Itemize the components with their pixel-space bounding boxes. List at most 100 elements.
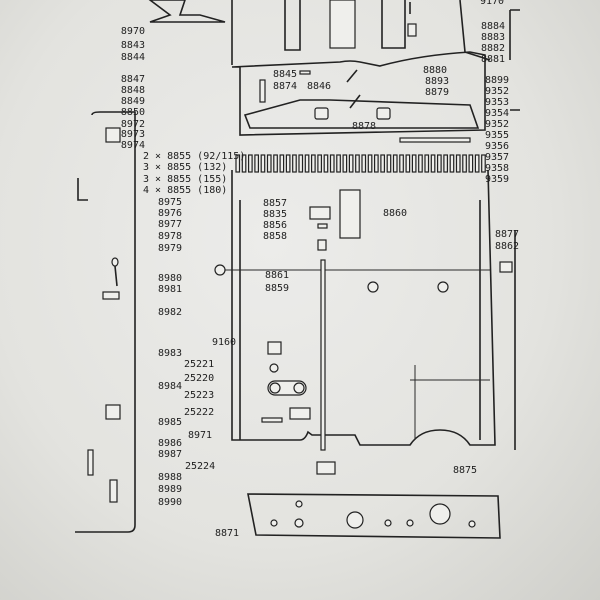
part-number-label: 8857 bbox=[263, 198, 287, 209]
part-number-label: 8874 bbox=[273, 81, 297, 92]
comb-tooth bbox=[386, 154, 392, 173]
part-number-label: 25223 bbox=[184, 390, 214, 401]
comb-tooth bbox=[304, 154, 310, 173]
comb-tooth bbox=[235, 154, 241, 173]
stand-foot bbox=[148, 0, 226, 23]
part-number-label: 8878 bbox=[352, 121, 376, 132]
part-number-label: 8849 bbox=[121, 96, 145, 107]
levers-8878 bbox=[346, 69, 361, 109]
part-number-label: 8877 bbox=[495, 229, 519, 240]
part-number-label: 3 × 8855 (155) bbox=[143, 174, 227, 185]
part-number-label: 9352 bbox=[485, 119, 509, 130]
part-number-label: 9358 bbox=[485, 163, 509, 174]
part-number-label: 8860 bbox=[383, 208, 407, 219]
needle-bed-plate-8879 bbox=[231, 51, 486, 136]
comb-tooth bbox=[380, 154, 385, 173]
guide-block bbox=[329, 0, 356, 49]
part-number-label: 8981 bbox=[158, 284, 182, 295]
comb-tooth bbox=[298, 154, 304, 173]
part-number-label: 8975 bbox=[158, 197, 182, 208]
part-number-label: 8882 bbox=[481, 43, 505, 54]
part-number-label: 8880 bbox=[423, 65, 447, 76]
comb-tooth bbox=[266, 154, 272, 173]
part-number-label: 9352 bbox=[485, 86, 509, 97]
foot-25224 bbox=[316, 461, 336, 475]
part-number-label: 8871 bbox=[215, 528, 239, 539]
part-number-label: 8843 bbox=[121, 40, 145, 51]
comb-tooth bbox=[468, 154, 474, 173]
comb-tooth bbox=[405, 154, 411, 173]
part-number-label: 8850 bbox=[121, 107, 145, 118]
screw-8848 bbox=[259, 79, 266, 103]
part-number-label: 8979 bbox=[158, 243, 182, 254]
comb-tooth bbox=[254, 154, 259, 173]
part-number-label: 8858 bbox=[263, 231, 287, 242]
comb-tooth bbox=[437, 154, 442, 173]
comb-tooth bbox=[411, 154, 417, 173]
part-number-label: 8844 bbox=[121, 52, 145, 63]
comb-tooth bbox=[279, 154, 285, 173]
part-number-label: 8977 bbox=[158, 219, 182, 230]
part-number-label: 8846 bbox=[307, 81, 331, 92]
left-side-panel bbox=[75, 111, 136, 533]
comb-tooth bbox=[329, 154, 335, 173]
rail-8882 bbox=[381, 0, 406, 49]
comb-tooth bbox=[285, 154, 291, 173]
comb-tooth bbox=[367, 154, 373, 173]
part-number-label: 8848 bbox=[121, 85, 145, 96]
block-part bbox=[105, 127, 121, 143]
part-number-label: 9359 bbox=[485, 174, 509, 185]
bar-8860 bbox=[339, 189, 361, 239]
part-number-label: 8862 bbox=[495, 241, 519, 252]
block-8985 bbox=[105, 404, 121, 420]
part-number-label: 9357 bbox=[485, 152, 509, 163]
comb-tooth bbox=[361, 154, 367, 173]
clip-8862 bbox=[499, 261, 513, 273]
part-number-label: 8845 bbox=[273, 69, 297, 80]
part-number-label: 9170 bbox=[480, 0, 504, 7]
comb-tooth bbox=[323, 154, 329, 173]
carriage-plate bbox=[243, 99, 480, 129]
bracket-8971 bbox=[289, 407, 311, 420]
part-number-label: 8899 bbox=[485, 75, 509, 86]
part-number-label: 8972 bbox=[121, 119, 145, 130]
comb-tooth bbox=[273, 154, 278, 173]
comb-tooth bbox=[424, 154, 430, 173]
plate-8981 bbox=[102, 291, 120, 300]
tension-rod-9354 bbox=[399, 137, 471, 143]
pin-part bbox=[87, 449, 94, 476]
part-number-label: 3 × 8855 (132) bbox=[143, 162, 227, 173]
part-number-label: 8893 bbox=[425, 76, 449, 87]
part-number-label: 9356 bbox=[485, 141, 509, 152]
part-number-label: 8883 bbox=[481, 32, 505, 43]
part-number-label: 4 × 8855 (180) bbox=[143, 185, 227, 196]
comb-tooth bbox=[241, 154, 247, 173]
comb-tooth bbox=[336, 154, 341, 173]
part-number-label: 8973 bbox=[121, 129, 145, 140]
part-number-label: 8980 bbox=[158, 273, 182, 284]
main-frame-8875 bbox=[231, 169, 496, 446]
bracket-8857 bbox=[309, 206, 331, 220]
comb-tooth bbox=[311, 154, 316, 173]
comb-tooth bbox=[455, 154, 461, 173]
part-number-label: 8875 bbox=[453, 465, 477, 476]
comb-tooth bbox=[443, 154, 448, 173]
part-number-label: 9355 bbox=[485, 130, 509, 141]
part-number-label: 25220 bbox=[184, 373, 214, 384]
comb-tooth bbox=[260, 154, 266, 173]
knob-8861 bbox=[214, 264, 226, 276]
comb-tooth bbox=[317, 154, 322, 173]
part-number-label: 8971 bbox=[188, 430, 212, 441]
comb-tooth bbox=[292, 154, 297, 173]
part-number-label: 25221 bbox=[184, 359, 214, 370]
part-number-label: 8859 bbox=[265, 283, 289, 294]
part-number-label: 8987 bbox=[158, 449, 182, 460]
comb-tooth bbox=[399, 154, 404, 173]
part-number-label: 9160 bbox=[212, 337, 236, 348]
motor-9160 bbox=[267, 341, 282, 355]
comb-tooth bbox=[430, 154, 436, 173]
needle-comb-8855 bbox=[235, 154, 486, 173]
part-number-label: 8984 bbox=[158, 381, 182, 392]
